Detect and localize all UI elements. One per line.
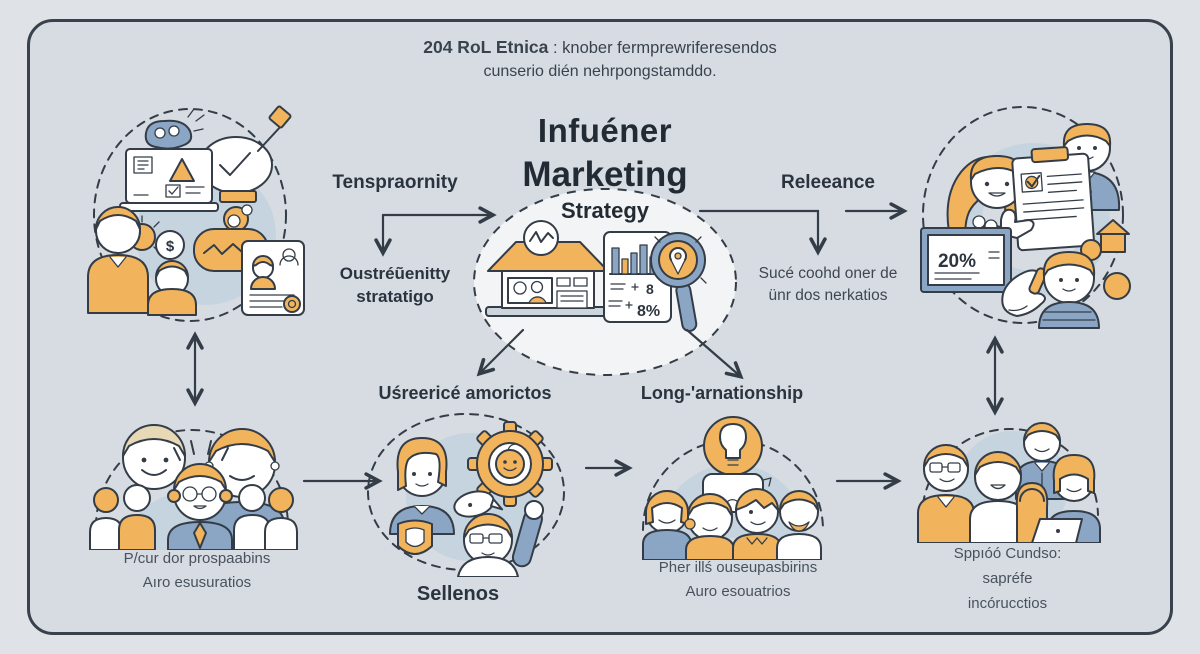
svg-text:$: $ <box>166 238 175 255</box>
left-branch-label: Tenspraornity <box>332 172 458 193</box>
sellers-caption: Sellenos <box>416 583 500 605</box>
svg-text:8%: 8% <box>637 303 660 320</box>
boy-figure <box>457 500 544 577</box>
strategy-analytics-illustration: 8 8% <box>473 188 737 376</box>
storefront-icon <box>485 220 613 317</box>
audience-caption: P/cur dor prospaabins Aıro esusuratios <box>123 550 271 591</box>
team-members <box>917 422 1101 543</box>
support-team-illustration <box>917 422 1101 543</box>
title-line1: Infuéner <box>537 112 673 149</box>
badge-shield-icon <box>397 519 433 555</box>
two-people-icon <box>87 206 197 316</box>
header-prefix: 204 RoL Etnica <box>423 37 549 57</box>
magnifier-location-icon <box>650 232 707 333</box>
header-text: 204 RoL Etnica : knober fermprewriferese… <box>300 36 900 83</box>
blue-creature-icon <box>144 108 205 150</box>
header-line2: cunserio dién nehrpongstamddo. <box>483 63 717 80</box>
percent-sign-board: 20% <box>920 227 1012 293</box>
left-branch-sublabel: Oustréũenitty stratatigo <box>339 264 451 306</box>
gear-icon <box>467 421 553 507</box>
sellers-collaboration-illustration <box>367 413 565 577</box>
woman-figure <box>389 437 455 535</box>
orange-dot <box>1103 272 1131 300</box>
hand-with-pen-icon <box>1001 267 1048 317</box>
house-icon <box>1096 219 1130 253</box>
longterm-relationship-illustration <box>642 416 824 560</box>
right-branch-label: Releeance <box>780 172 875 193</box>
support-caption: Sppıóó Cundso: sapréfe incórucctios <box>953 545 1062 612</box>
header-line1: 204 RoL Etnica : knober fermprewriferese… <box>423 37 777 57</box>
main-title: Infuéner Marketing Strategy <box>447 110 763 224</box>
girl-figure <box>1038 239 1102 329</box>
laptop-icon <box>119 148 219 212</box>
group-members <box>89 424 298 550</box>
community-caption: Pher illś ouseupasbirins Auro esouatrios <box>658 559 818 600</box>
lightbulb-leader-icon <box>702 416 772 513</box>
mid-label-right: Long-'arnationship <box>640 383 804 403</box>
megaphone-icon <box>199 105 292 203</box>
right-branch-sublabel: Sucé coohd oner de ünr dos nerkatios <box>758 265 898 304</box>
campaign-research-illustration: $ <box>87 105 305 322</box>
id-card-icon <box>241 240 305 316</box>
title-line2: Marketing <box>522 155 688 194</box>
mid-label-left: Uśreericé amorictos <box>378 383 552 403</box>
svg-text:8: 8 <box>646 281 654 297</box>
svg-text:20%: 20% <box>938 251 976 272</box>
group-members <box>642 488 822 560</box>
audience-group-illustration <box>89 424 298 550</box>
title-line3: Strategy <box>560 198 650 223</box>
review-approval-illustration: 20% <box>920 106 1131 329</box>
